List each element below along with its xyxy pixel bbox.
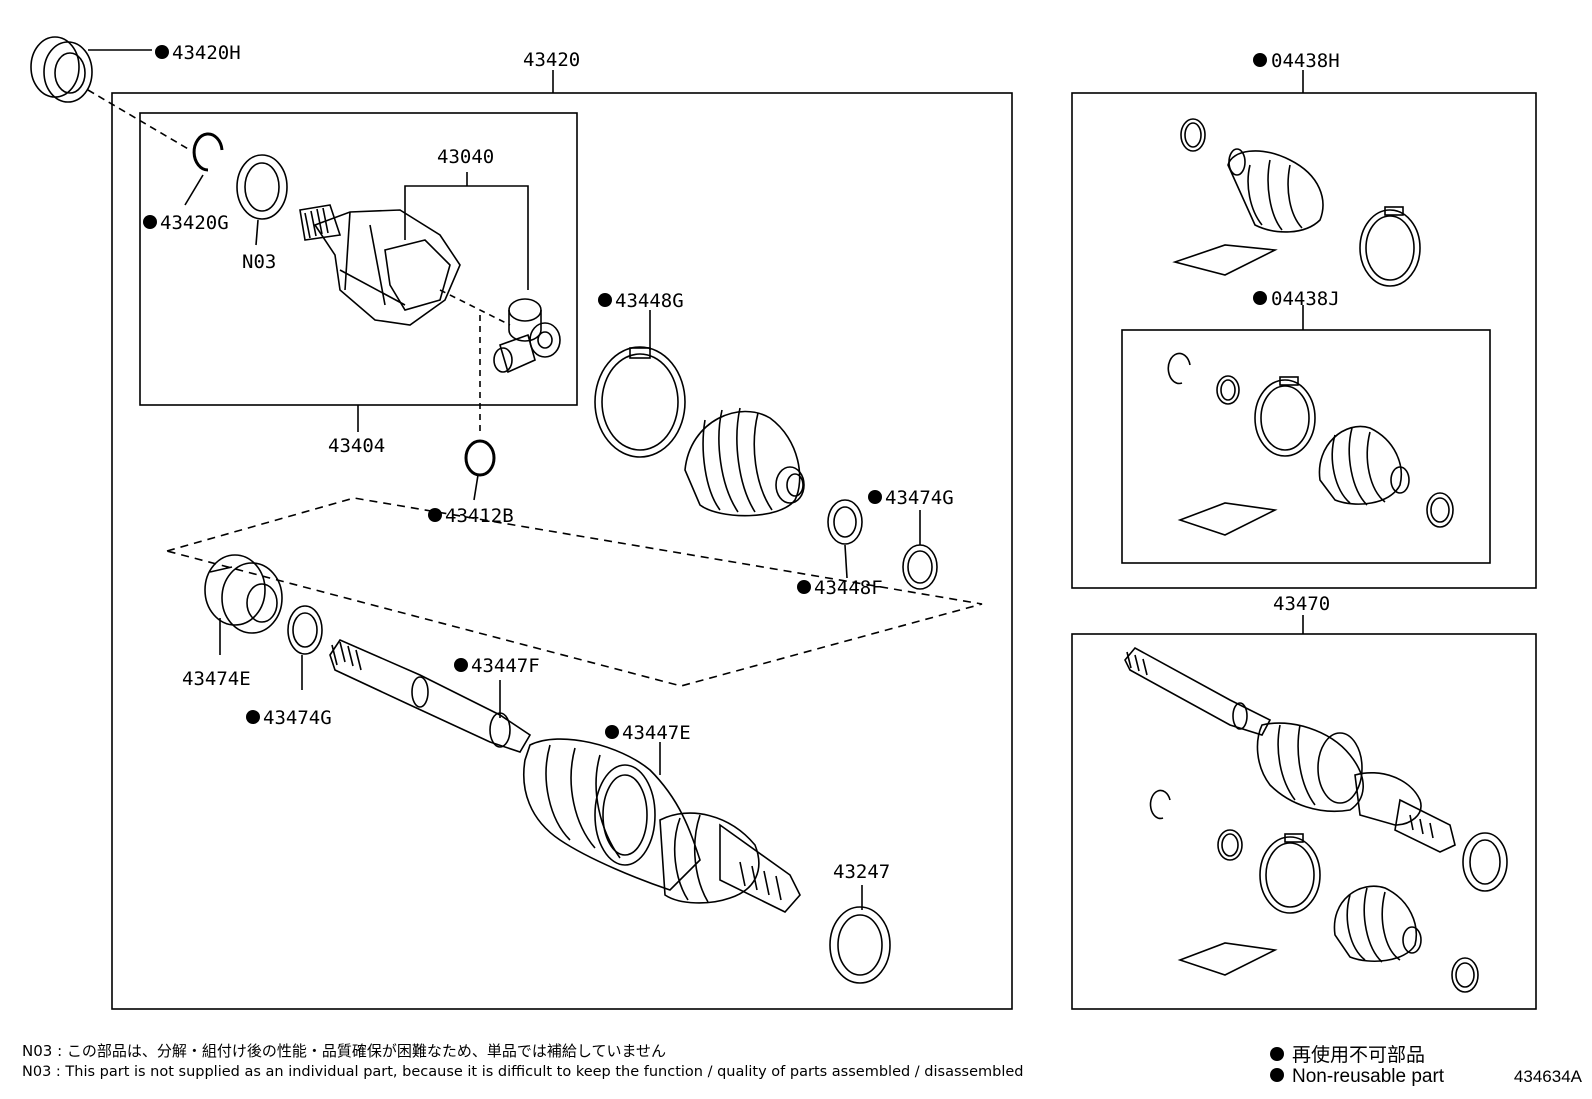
kit-box-04438J: [1121, 329, 1491, 564]
label-N03: N03: [242, 251, 276, 273]
non-reusable-dot: [155, 45, 169, 59]
non-reusable-dot: [1253, 291, 1267, 305]
assembly-box-43420: [111, 92, 1013, 1010]
kit-box-04438H: [1071, 92, 1537, 589]
ring-43412B: [464, 439, 496, 477]
non-reusable-dot: [428, 508, 442, 522]
non-reusable-dot: [598, 293, 612, 307]
label-43474E: 43474E: [182, 668, 251, 690]
drive-shaft-43470: [1124, 646, 1508, 993]
non-reusable-dot: [797, 580, 811, 594]
non-reusable-dot: [246, 710, 260, 724]
label-43448F: 43448F: [814, 577, 883, 599]
legend-jp: 再使用不可部品: [1270, 1040, 1425, 1067]
label-43247: 43247: [833, 861, 890, 883]
label-43420: 43420: [523, 49, 580, 71]
label-43448G: 43448G: [615, 290, 684, 312]
non-reusable-dot: [605, 725, 619, 739]
label-43420H: 43420H: [172, 42, 241, 64]
tripod-spider: [493, 298, 561, 374]
non-reusable-dot: [1253, 53, 1267, 67]
legend-en-text: Non-reusable part: [1292, 1066, 1445, 1087]
ring-43474G-upper: [902, 544, 938, 590]
outer-joint-housing-43040: [299, 204, 461, 326]
label-43040: 43040: [437, 146, 494, 168]
clamp-43448F: [827, 499, 863, 545]
non-reusable-dot: [143, 215, 157, 229]
label-43474G-upper: 43474G: [885, 487, 954, 509]
label-43412B: 43412B: [445, 505, 514, 527]
damper-43474E: [204, 554, 283, 634]
label-43404: 43404: [328, 435, 385, 457]
legend-dot: [1270, 1067, 1284, 1082]
bearing-43420H: [30, 36, 93, 103]
label-43470: 43470: [1273, 593, 1330, 615]
assembly-box-43470: [1071, 633, 1537, 1010]
inner-boot: [684, 407, 805, 517]
clamp-43448G: [594, 346, 686, 458]
drive-shaft: [329, 638, 801, 913]
label-04438H: 04438H: [1271, 50, 1340, 72]
footnote-en: N03 : This part is not supplied as an in…: [22, 1064, 1024, 1080]
label-43420G: 43420G: [160, 212, 229, 234]
legend-jp-text: 再使用不可部品: [1292, 1045, 1426, 1066]
footnote-jp: N03 : この部品は、分解・組付け後の性能・品質確保が困難なため、単品では補給…: [22, 1042, 667, 1060]
diagram-code: 434634A: [1513, 1067, 1582, 1086]
boot-kit-04438J: [1167, 352, 1454, 536]
legend-en: Non-reusable part: [1270, 1066, 1444, 1088]
legend-dot: [1270, 1046, 1284, 1061]
boot-kit-04438H: [1172, 118, 1421, 287]
label-43447F: 43447F: [471, 655, 540, 677]
non-reusable-dot: [454, 658, 468, 672]
ring-N03: [236, 154, 288, 220]
label-43474G-lower: 43474G: [263, 707, 332, 729]
label-43447E: 43447E: [622, 722, 691, 744]
snap-ring-43420G: [192, 132, 224, 172]
label-04438J: 04438J: [1271, 288, 1340, 310]
ring-43474G-lower: [287, 605, 323, 655]
seal-43247: [829, 906, 891, 984]
non-reusable-dot: [868, 490, 882, 504]
